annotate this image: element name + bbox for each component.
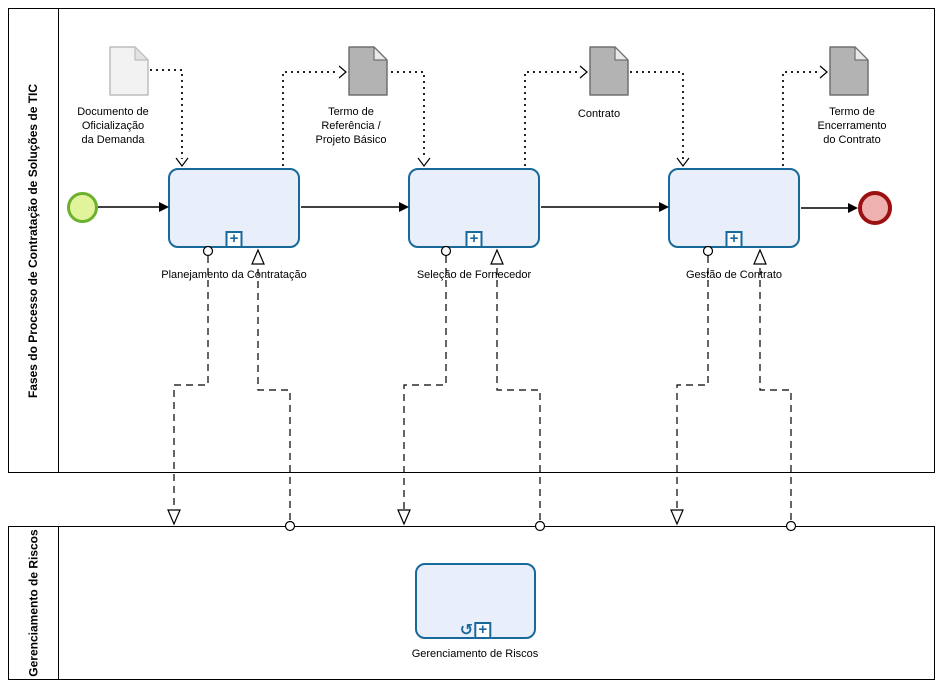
subprocess-planejamento-contratacao[interactable]: + — [168, 168, 300, 248]
task-label-gerenciamento-riscos: Gerenciamento de Riscos — [411, 648, 539, 660]
subprocess-markers: + — [465, 231, 483, 248]
document-termo-referencia[interactable] — [348, 46, 388, 96]
document-contrato[interactable] — [589, 46, 629, 96]
document-label-oficializacao: Documento de Oficialização da Demanda — [77, 106, 149, 146]
pool-gerenciamento-riscos: Gerenciamento de Riscos — [8, 526, 935, 680]
document-icon — [348, 46, 388, 96]
task-label-gestao: Gestão de Contrato — [685, 269, 783, 281]
loop-marker-icon: ↺ — [459, 622, 474, 639]
start-event[interactable] — [67, 192, 98, 223]
document-oficializacao-da-demanda[interactable] — [109, 46, 149, 96]
document-label-termo-encerramento: Termo de Encerramento do Contrato — [817, 106, 887, 146]
pool-fases-contratacao: Fases do Processo de Contratação de Solu… — [8, 8, 935, 473]
plus-marker-icon[interactable]: + — [725, 231, 743, 248]
plus-marker-icon[interactable]: + — [225, 231, 243, 248]
pool-fases-label-band: Fases do Processo de Contratação de Solu… — [9, 9, 59, 472]
document-icon — [109, 46, 149, 96]
subprocess-gerenciamento-riscos[interactable]: ↺ + — [415, 563, 536, 639]
pool-fases-title: Fases do Processo de Contratação de Solu… — [26, 83, 41, 398]
task-label-planejamento: Planejamento da Contratação — [161, 269, 307, 281]
document-icon — [589, 46, 629, 96]
document-termo-encerramento[interactable] — [829, 46, 869, 96]
subprocess-selecao-fornecedor[interactable]: + — [408, 168, 540, 248]
document-icon — [829, 46, 869, 96]
pool-riscos-label-band: Gerenciamento de Riscos — [9, 527, 59, 679]
subprocess-gestao-contrato[interactable]: + — [668, 168, 800, 248]
end-event[interactable] — [858, 191, 892, 225]
subprocess-markers: + — [225, 231, 243, 248]
document-label-contrato: Contrato — [577, 108, 621, 120]
plus-marker-icon[interactable]: + — [465, 231, 483, 248]
plus-marker-icon[interactable]: + — [474, 622, 492, 639]
pool-riscos-title: Gerenciamento de Riscos — [26, 529, 41, 677]
subprocess-markers: ↺ + — [459, 622, 492, 639]
subprocess-markers: + — [725, 231, 743, 248]
document-label-termo-referencia: Termo de Referência / Projeto Básico — [315, 106, 387, 146]
task-label-selecao: Seleção de Fornecedor — [416, 269, 532, 281]
